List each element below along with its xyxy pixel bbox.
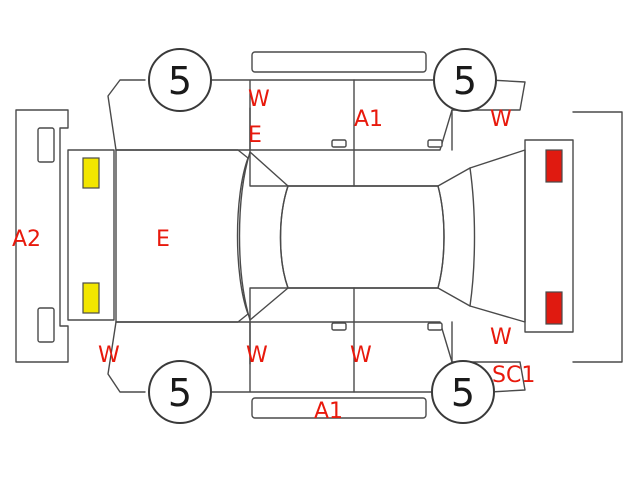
mark-front-bumper: A2 (12, 227, 41, 252)
mark-left-front-door: W (246, 343, 268, 368)
mark-left-rear-quarter: SC1 (492, 363, 535, 388)
bottom-side-body (207, 321, 453, 393)
front-lamp-top (82, 157, 100, 189)
tire-rear-right: 5 (431, 360, 495, 424)
tailgate (469, 149, 526, 323)
mark-hood: E (156, 227, 170, 252)
front-fender-bottom-upper (115, 321, 251, 365)
tire-front-left: 5 (148, 48, 212, 112)
mark-left-rear-fender: W (490, 325, 512, 350)
tire-front-right-number: 5 (453, 59, 477, 103)
tire-rear-left: 5 (148, 360, 212, 424)
mark-left-rocker: A1 (314, 399, 343, 424)
bottom-rear-quarter (451, 321, 526, 393)
front-lamp-bottom (82, 282, 100, 314)
tire-front-right: 5 (433, 48, 497, 112)
tire-rear-right-number: 5 (451, 371, 475, 415)
rear-fascia (524, 139, 574, 333)
front-fender-bottom (107, 321, 146, 393)
rear-window (437, 167, 476, 307)
roof-rail-top (251, 51, 427, 73)
hood (115, 149, 249, 323)
mark-left-rear-door: W (350, 343, 372, 368)
front-bumper-slot-bottom (37, 307, 55, 343)
top-rear-door-handle (427, 139, 443, 148)
front-fender-top (107, 79, 146, 151)
front-fascia (67, 149, 115, 321)
mark-right-roof-rail: A1 (354, 107, 383, 132)
front-fender-top-lower (115, 107, 251, 151)
mark-right-front-fender-top: W (248, 87, 270, 112)
rear-lamp-bottom (545, 291, 563, 325)
front-bumper-slot-top (37, 127, 55, 163)
front-bumper (15, 109, 69, 363)
bottom-front-door-handle (331, 322, 347, 331)
top-door-bottom (249, 149, 439, 187)
tire-front-left-number: 5 (168, 59, 192, 103)
mark-right-rear-fender: W (490, 107, 512, 132)
mark-front-left-fender: W (98, 343, 120, 368)
bottom-door-top (249, 287, 439, 323)
top-front-door-handle (331, 139, 347, 148)
bottom-rear-door-handle (427, 322, 443, 331)
rear-bumper (572, 111, 623, 363)
top-rear-quarter (451, 79, 526, 151)
top-side-body (207, 79, 453, 151)
tire-rear-left-number: 5 (168, 371, 192, 415)
mark-right-front-pillar: E (248, 123, 262, 148)
roof-rail-bottom (251, 397, 427, 419)
rear-lamp-top (545, 149, 563, 183)
roof (279, 185, 445, 289)
